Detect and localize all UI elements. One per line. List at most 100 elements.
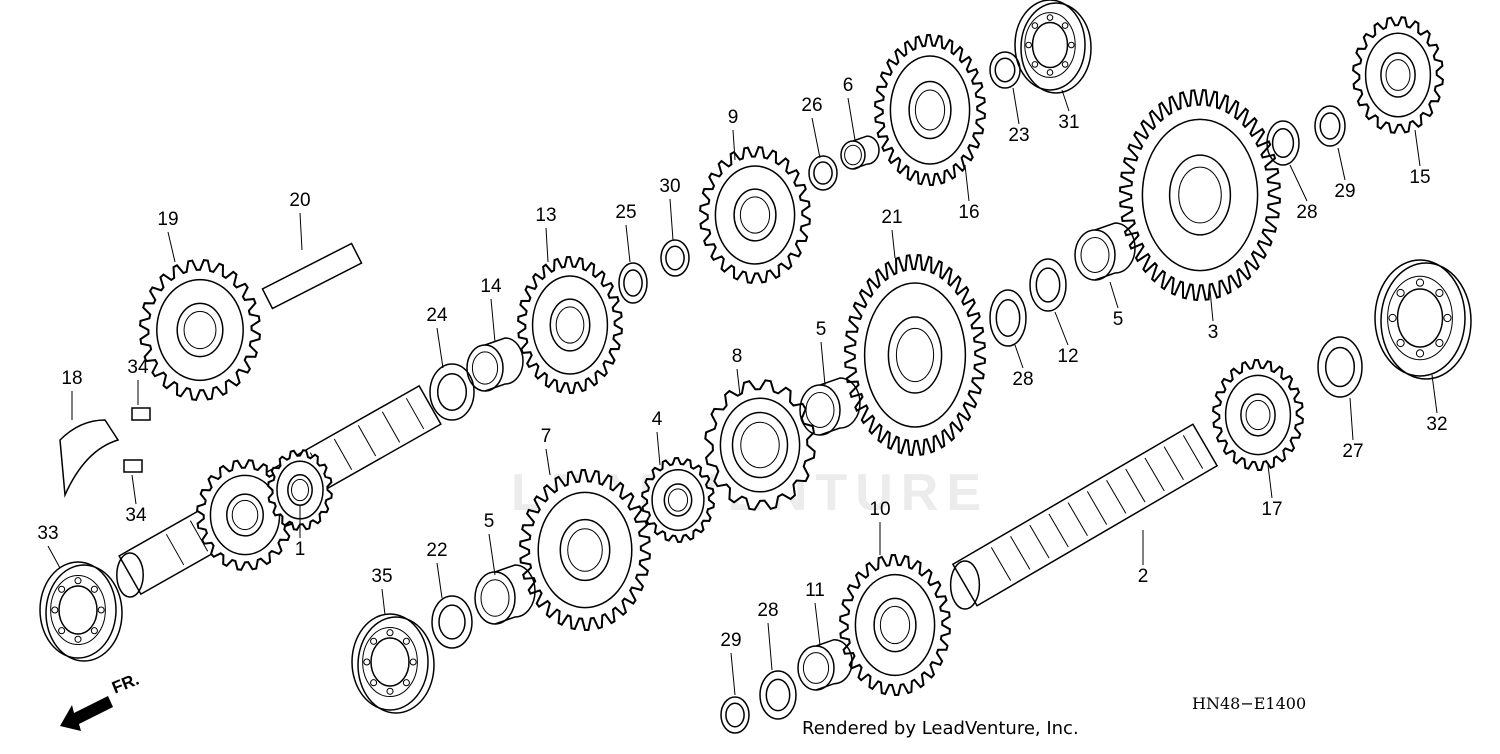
bushing-11 [797, 638, 853, 691]
leader-line-c6 [847, 97, 856, 141]
callout-c8: 8 [731, 346, 743, 367]
circlip-28b [989, 289, 1027, 347]
callout-c9: 9 [727, 107, 739, 128]
gear-13 [517, 255, 623, 395]
leader-line-c21 [891, 229, 896, 259]
leader-line-c29a [1337, 147, 1346, 181]
circlip-12 [1029, 258, 1067, 312]
leader-line-c26 [811, 117, 821, 159]
leader-lines-group [47, 87, 1438, 696]
washer-27 [1317, 336, 1363, 398]
callout-c22: 22 [426, 540, 448, 561]
callout-c27: 27 [1342, 441, 1364, 462]
callout-c31: 31 [1058, 112, 1080, 133]
callout-c12: 12 [1057, 346, 1079, 367]
leader-line-c3 [1209, 289, 1214, 322]
leader-line-c31 [1061, 89, 1070, 112]
callout-c5a: 5 [483, 511, 495, 532]
circlip-29b [720, 696, 750, 734]
bearing-35 [351, 613, 435, 714]
leader-line-c34b [131, 474, 137, 505]
callout-c5b: 5 [815, 319, 827, 340]
leader-line-c20 [299, 212, 303, 251]
circlip-28c [759, 670, 797, 720]
leader-line-c24 [436, 327, 444, 369]
callout-c15: 15 [1409, 167, 1431, 188]
leader-line-c35 [381, 588, 386, 616]
callout-c29a: 29 [1334, 181, 1356, 202]
bushing-6 [840, 135, 880, 170]
leader-line-c13 [545, 227, 549, 263]
callout-c16: 16 [958, 202, 980, 223]
leader-line-c7 [545, 448, 551, 476]
gear-9 [699, 146, 811, 284]
leader-line-c19 [167, 231, 176, 263]
callout-c2: 2 [1137, 566, 1149, 587]
callout-c28a: 28 [1296, 202, 1318, 223]
leader-line-c33 [47, 545, 61, 569]
callout-c3: 3 [1207, 322, 1219, 343]
gear-7 [519, 468, 651, 632]
leader-line-c15 [1414, 129, 1421, 167]
bushing-5c [1074, 222, 1136, 281]
washer-22 [431, 595, 473, 649]
callout-c19: 19 [157, 209, 179, 230]
callout-c21: 21 [881, 207, 903, 228]
gear-21 [844, 254, 986, 456]
leader-line-c17 [1267, 464, 1273, 499]
callout-c18: 18 [61, 368, 83, 389]
leader-line-c29b [730, 652, 736, 696]
leader-line-c12 [1054, 311, 1069, 346]
leader-line-c16 [964, 164, 970, 202]
gear-17 [1212, 358, 1304, 472]
gear-4 [641, 456, 715, 544]
leader-line-c8 [736, 368, 741, 396]
bolt-34a [131, 407, 151, 421]
leader-line-c27 [1349, 397, 1354, 441]
gear-3 [1119, 89, 1281, 301]
diagram-code: HN48−E1400 [1192, 694, 1307, 713]
callout-c28b: 28 [1012, 369, 1034, 390]
bushing-5b [799, 377, 861, 436]
washer-23 [989, 51, 1021, 89]
leader-line-c5c [1109, 281, 1119, 309]
leader-line-c28a [1289, 164, 1308, 202]
callout-c4: 4 [651, 409, 663, 430]
leader-line-c5a [488, 533, 496, 576]
callout-c32: 32 [1426, 414, 1448, 435]
bolt-34b [123, 459, 143, 473]
gear-10 [839, 553, 951, 697]
callout-c24: 24 [426, 305, 448, 326]
leader-line-c28c [767, 622, 773, 671]
gear-15 [1352, 16, 1444, 134]
leader-line-c5b [820, 341, 826, 386]
callout-c14: 14 [480, 276, 502, 297]
gear-16 [874, 33, 986, 187]
washer-24 [429, 363, 475, 421]
counter-shaft [949, 423, 1219, 610]
callout-c11: 11 [805, 580, 825, 601]
leader-line-c4 [656, 431, 661, 466]
callout-c28c: 28 [757, 600, 779, 621]
leader-line-c28b [1014, 344, 1024, 369]
leader-line-c9 [732, 129, 736, 161]
leader-line-c32 [1431, 374, 1438, 414]
leader-line-c22 [436, 562, 443, 599]
callout-c23: 23 [1008, 125, 1030, 146]
callout-c17: 17 [1261, 499, 1283, 520]
gear-8 [704, 379, 816, 511]
bearing-31 [1014, 0, 1092, 94]
callout-c26: 26 [801, 95, 823, 116]
washer-26 [808, 155, 838, 191]
bracket-18 [59, 419, 120, 498]
callout-c25: 25 [615, 202, 637, 223]
bearing-32 [1374, 259, 1472, 380]
callout-c29b: 29 [720, 630, 742, 651]
leader-line-c25 [625, 224, 631, 263]
callout-c33: 33 [37, 523, 59, 544]
leader-line-c23 [1012, 87, 1020, 125]
leader-line-c30 [669, 198, 674, 241]
callout-c34b: 34 [125, 505, 147, 526]
